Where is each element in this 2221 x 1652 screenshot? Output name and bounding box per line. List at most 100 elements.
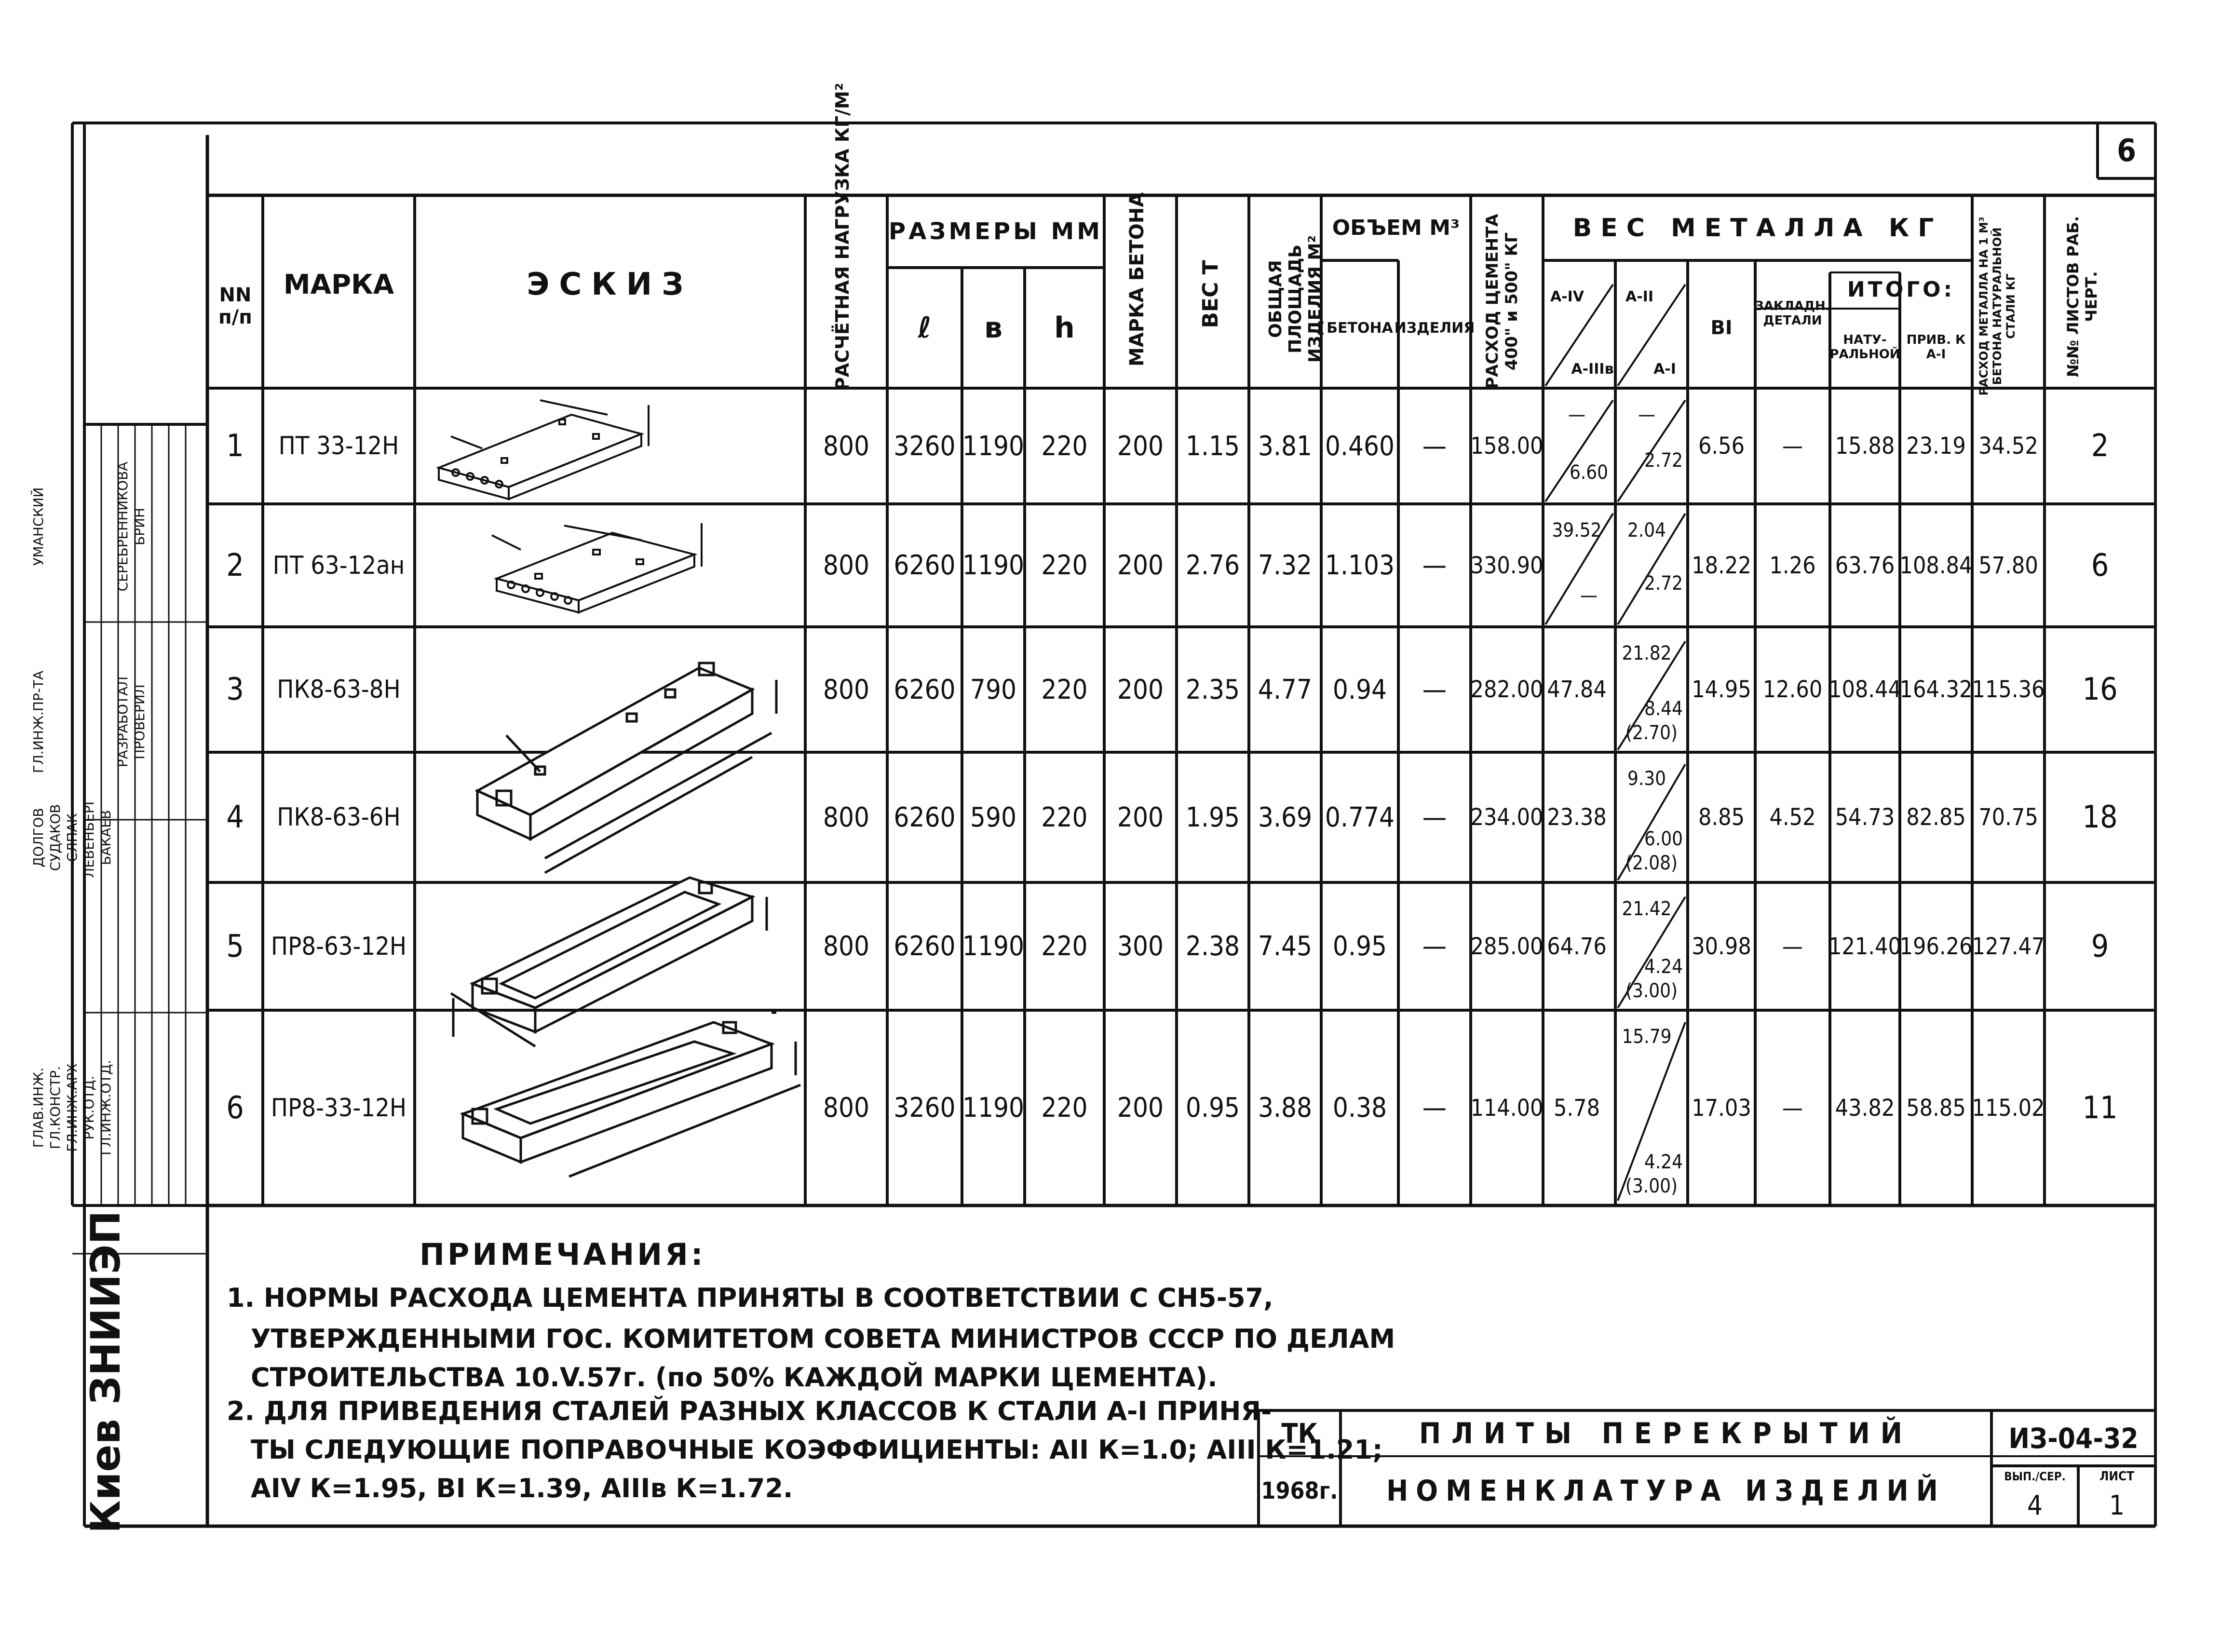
side-stamp-r1-role: ГЛАВ.ИНЖ. xyxy=(30,1067,46,1148)
cell-grade: 200 xyxy=(1117,1092,1164,1124)
cell-load: 800 xyxy=(823,801,870,833)
cell-cement: 330.90 xyxy=(1470,552,1544,579)
sketch-pr8-63 xyxy=(450,876,776,1048)
cell-cement: 282.00 xyxy=(1470,676,1544,703)
cell-v-concrete: 0.95 xyxy=(1332,931,1387,962)
cell-per-m3: 127.47 xyxy=(1972,933,2045,960)
cell-l: 6260 xyxy=(894,801,956,833)
header-dim-l: ℓ xyxy=(918,311,932,345)
side-stamp-r2-name: СУДАКОВ xyxy=(47,804,63,871)
cell-per-m3: 115.02 xyxy=(1972,1094,2045,1122)
header-metal-per-m3: РАСХОД МЕТАЛЛА НА 1 М³ БЕТОНА НАТУРАЛЬНО… xyxy=(1977,217,2018,396)
cell-a4-top: 47.84 xyxy=(1547,676,1607,703)
cell-per-m3: 115.36 xyxy=(1972,676,2045,703)
header-mark: МАРКА xyxy=(283,269,394,300)
cell-red: 164.32 xyxy=(1899,676,1973,703)
cell-sheets: 11 xyxy=(2082,1090,2118,1126)
cell-emb: 4.52 xyxy=(1769,804,1816,831)
cell-v1: 30.98 xyxy=(1692,933,1751,960)
notes-line-6: АIV К=1.95, ВI К=1.39, АIIIв К=1.72. xyxy=(251,1473,793,1503)
cell-a4-top: 39.52 xyxy=(1552,519,1602,542)
header-vol-item: ИЗДЕЛИЯ xyxy=(1394,319,1475,337)
cell-a2-bot: 8.44 xyxy=(1644,698,1683,720)
cell-a4-bot xyxy=(1562,704,1615,738)
cell-sheets: 6 xyxy=(2091,547,2109,583)
sketch-pk8-63-6 xyxy=(544,756,753,874)
cell-cement: 158.00 xyxy=(1470,433,1544,460)
cell-a4-bot: — xyxy=(1580,584,1598,607)
cell-sheets: 9 xyxy=(2091,928,2109,964)
cell-cement: 234.00 xyxy=(1470,804,1544,831)
cell-sheets: 2 xyxy=(2091,428,2109,464)
notes-line-2: УТВЕРЖДЕННЫМИ ГОС. КОМИТЕТОМ СОВЕТА МИНИ… xyxy=(251,1324,1395,1354)
cell-l: 3260 xyxy=(894,1092,956,1124)
cell-a4-bot: 6.60 xyxy=(1569,461,1609,484)
header-m-a3b: А-IIIв xyxy=(1571,360,1614,378)
header-nn: NN п/п xyxy=(218,284,252,328)
cell-emb: — xyxy=(1782,1094,1803,1122)
cell-h: 220 xyxy=(1041,801,1088,833)
cell-a2-top: 21.82 xyxy=(1622,642,1672,664)
notes-line-4: 2. ДЛЯ ПРИВЕДЕНИЯ СТАЛЕЙ РАЗНЫХ КЛАССОВ … xyxy=(227,1396,1272,1426)
sketch-pr8-33 xyxy=(460,1021,801,1178)
side-stamp-r8-name: БРИН xyxy=(132,507,148,546)
cell-b: 1190 xyxy=(962,430,1025,462)
cell-a2-top: 9.30 xyxy=(1627,768,1666,790)
cell-v-item: — xyxy=(1422,430,1447,462)
side-stamp-r2-role: ГЛ.КОНСТР. xyxy=(47,1066,63,1150)
cell-red: 196.26 xyxy=(1899,933,1973,960)
cell-a2-bot: 2.72 xyxy=(1644,449,1683,472)
header-load: РАСЧЁТНАЯ НАГРУЗКА КГ/М² xyxy=(832,82,853,391)
cell-weight: 0.95 xyxy=(1185,1092,1240,1124)
cell-l: 3260 xyxy=(894,430,956,462)
header-m-total: ИТОГО: xyxy=(1847,277,1955,302)
title-block-tk: ТК xyxy=(1281,1418,1318,1449)
header-dimensions: РАЗМЕРЫ ММ xyxy=(888,218,1103,245)
header-vol-concrete: БЕТОНА xyxy=(1327,319,1393,337)
header-m-a2: А-II xyxy=(1625,288,1653,305)
title-block-title2: НОМЕНКЛАТУРА ИЗДЕЛИЙ xyxy=(1386,1474,1946,1508)
cell-load: 800 xyxy=(823,931,870,962)
cell-nat: 43.82 xyxy=(1835,1094,1895,1122)
cell-v-concrete: 0.774 xyxy=(1325,801,1395,833)
cell-area: 3.81 xyxy=(1258,430,1313,462)
cell-v-item: — xyxy=(1422,1092,1447,1124)
cell-mark: ПТ 33-12Н xyxy=(278,432,399,460)
cell-load: 800 xyxy=(823,430,870,462)
notes-title: ПРИМЕЧАНИЯ: xyxy=(420,1237,706,1272)
sketch-pt63 xyxy=(491,523,703,614)
cell-n: 2 xyxy=(226,547,244,583)
cell-emb: — xyxy=(1782,933,1803,960)
cell-v-concrete: 0.94 xyxy=(1332,674,1387,705)
cell-b: 1190 xyxy=(962,550,1025,581)
side-stamp-r4-name: ЛЕВЕНБЕРГ xyxy=(81,797,97,878)
cell-sheets: 16 xyxy=(2082,672,2118,707)
cell-a4-bot xyxy=(1562,1157,1615,1191)
cell-v-item: — xyxy=(1422,550,1447,581)
cell-v1: 18.22 xyxy=(1692,552,1751,579)
cell-emb: — xyxy=(1782,433,1803,460)
cell-n: 4 xyxy=(226,799,244,835)
title-block-issue-label: ВЫП./СЕР. xyxy=(2004,1470,2066,1483)
header-dim-h: h xyxy=(1054,311,1075,345)
sketch-pt33 xyxy=(435,399,650,501)
cell-mark: ПК8-63-8Н xyxy=(277,675,401,704)
cell-h: 220 xyxy=(1041,550,1088,581)
cell-v-concrete: 0.38 xyxy=(1332,1092,1387,1124)
cell-nat: 121.40 xyxy=(1828,933,1902,960)
cell-b: 1190 xyxy=(962,931,1025,962)
cell-b: 590 xyxy=(970,801,1017,833)
side-stamp-r8-role: ПРОВЕРИЛ xyxy=(132,684,148,759)
cell-load: 800 xyxy=(823,1092,870,1124)
header-m-a4: А-IV xyxy=(1550,288,1584,305)
header-m-reduced: ПРИВ. К А-I xyxy=(1906,333,1966,362)
cell-a2-ext xyxy=(1620,470,1683,499)
cell-per-m3: 57.80 xyxy=(1978,552,2038,579)
side-stamp-r3-name: СЛПАК xyxy=(64,813,80,862)
cell-mark: ПТ 63-12ан xyxy=(272,551,405,580)
cell-a2-top: 15.79 xyxy=(1622,1026,1672,1048)
header-area: ОБЩАЯ ПЛОЩАДЬ ИЗДЕЛИЯ М² xyxy=(1266,235,1325,363)
cell-v1: 14.95 xyxy=(1692,676,1751,703)
cell-area: 7.32 xyxy=(1258,550,1313,581)
title-block-sheet-label: ЛИСТ xyxy=(2099,1469,2135,1484)
